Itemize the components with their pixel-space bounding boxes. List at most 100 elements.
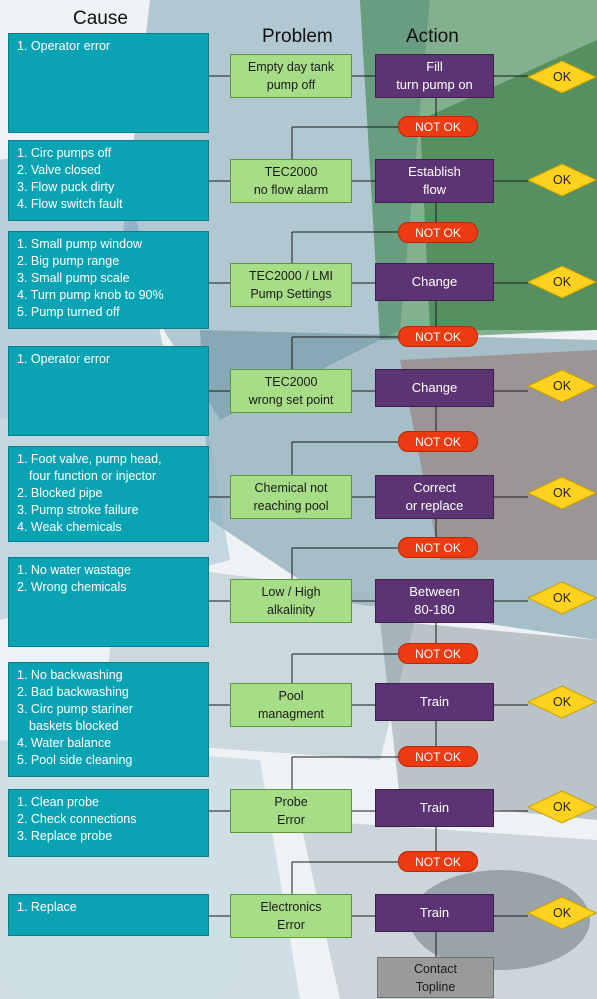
cause-item: four function or injector bbox=[29, 469, 157, 483]
action-change[interactable]: Change bbox=[375, 369, 494, 407]
cause-item: 1. Operator error bbox=[17, 39, 111, 53]
cause-item: 2. Valve closed bbox=[17, 163, 101, 177]
cause-item: 1. Replace bbox=[17, 900, 77, 914]
problem-no-flow-alarm[interactable]: TEC2000 no flow alarm bbox=[230, 159, 352, 203]
cause-box-pool-management: 1. No backwashing 2. Bad backwashing 3. … bbox=[8, 662, 209, 777]
ok-label: OK bbox=[552, 275, 572, 289]
ok-diamond: OK bbox=[527, 476, 597, 510]
cause-item: 2. Big pump range bbox=[17, 254, 120, 268]
ok-diamond: OK bbox=[527, 369, 597, 403]
cause-item: 4. Weak chemicals bbox=[17, 520, 122, 534]
cause-box-chemical-not-reaching: 1. Foot valve, pump head, four function … bbox=[8, 446, 209, 542]
cause-item: 2. Check connections bbox=[17, 812, 137, 826]
action-line: 80-180 bbox=[414, 602, 455, 617]
ok-diamond: OK bbox=[527, 685, 597, 719]
ok-diamond: OK bbox=[527, 163, 597, 197]
problem-electronics-error[interactable]: Electronics Error bbox=[230, 894, 352, 938]
header-cause: Cause bbox=[73, 8, 128, 29]
problem-line: TEC2000 bbox=[264, 375, 318, 389]
cause-item: 5. Pool side cleaning bbox=[17, 753, 133, 767]
not-ok-pill: NOT OK bbox=[398, 222, 478, 243]
cause-item: baskets blocked bbox=[29, 719, 119, 733]
action-line: Train bbox=[419, 694, 450, 709]
action-line: Change bbox=[411, 274, 458, 289]
cause-item: 2. Blocked pipe bbox=[17, 486, 103, 500]
action-train[interactable]: Train bbox=[375, 683, 494, 721]
problem-pump-settings[interactable]: TEC2000 / LMI Pump Settings bbox=[230, 263, 352, 307]
cause-item: 1. Small pump window bbox=[17, 237, 143, 251]
problem-line: Error bbox=[277, 918, 305, 932]
cause-item: 3. Circ pump stariner bbox=[17, 702, 134, 716]
ok-label: OK bbox=[552, 695, 572, 709]
not-ok-pill: NOT OK bbox=[398, 116, 478, 137]
contact-line: Topline bbox=[415, 979, 456, 994]
problem-line: Error bbox=[277, 813, 305, 827]
action-line: Correct bbox=[413, 480, 456, 495]
cause-box-electronics-error: 1. Replace bbox=[8, 894, 209, 936]
not-ok-pill: NOT OK bbox=[398, 537, 478, 558]
action-establish-flow[interactable]: Establish flow bbox=[375, 159, 494, 203]
ok-label: OK bbox=[552, 173, 572, 187]
problem-alkalinity[interactable]: Low / High alkalinity bbox=[230, 579, 352, 623]
cause-box-pump-settings: 1. Small pump window 2. Big pump range 3… bbox=[8, 231, 209, 329]
action-line: Train bbox=[419, 905, 450, 920]
cause-item: 1. Foot valve, pump head, bbox=[17, 452, 162, 466]
action-train[interactable]: Train bbox=[375, 789, 494, 827]
cause-item: 1. Clean probe bbox=[17, 795, 100, 809]
ok-diamond: OK bbox=[527, 581, 597, 615]
cause-item: 1. Operator error bbox=[17, 352, 111, 366]
ok-diamond: OK bbox=[527, 265, 597, 299]
action-correct-or-replace[interactable]: Correct or replace bbox=[375, 475, 494, 519]
problem-chemical-not-reaching-pool[interactable]: Chemical not reaching pool bbox=[230, 475, 352, 519]
action-line: Change bbox=[411, 380, 458, 395]
cause-item: 2. Bad backwashing bbox=[17, 685, 129, 699]
problem-line: managment bbox=[257, 707, 324, 721]
action-fill[interactable]: Fill turn pump on bbox=[375, 54, 494, 98]
cause-item: 4. Turn pump knob to 90% bbox=[17, 288, 164, 302]
problem-empty-day-tank[interactable]: Empty day tank pump off bbox=[230, 54, 352, 98]
problem-wrong-set-point[interactable]: TEC2000 wrong set point bbox=[230, 369, 352, 413]
cause-item: 3. Flow puck dirty bbox=[17, 180, 115, 194]
not-ok-pill: NOT OK bbox=[398, 746, 478, 767]
ok-label: OK bbox=[552, 379, 572, 393]
ok-label: OK bbox=[552, 906, 572, 920]
header-problem: Problem bbox=[262, 26, 333, 47]
cause-item: 1. No water wastage bbox=[17, 563, 131, 577]
action-change[interactable]: Change bbox=[375, 263, 494, 301]
ok-label: OK bbox=[552, 800, 572, 814]
cause-item: 4. Water balance bbox=[17, 736, 112, 750]
action-train[interactable]: Train bbox=[375, 894, 494, 932]
ok-diamond: OK bbox=[527, 790, 597, 824]
ok-label: OK bbox=[552, 70, 572, 84]
ok-diamond: OK bbox=[527, 60, 597, 94]
action-line: Train bbox=[419, 800, 450, 815]
action-line: turn pump on bbox=[396, 77, 473, 92]
cause-box-wrong-set-point: 1. Operator error bbox=[8, 346, 209, 436]
ok-label: OK bbox=[552, 591, 572, 605]
not-ok-pill: NOT OK bbox=[398, 851, 478, 872]
cause-item: 3. Small pump scale bbox=[17, 271, 130, 285]
action-line: flow bbox=[422, 182, 447, 197]
problem-line: Chemical not bbox=[254, 481, 328, 495]
contact-topline-box[interactable]: Contact Topline bbox=[377, 957, 494, 998]
cause-item: 3. Replace probe bbox=[17, 829, 113, 843]
problem-line: alkalinity bbox=[267, 603, 315, 617]
cause-box-alkalinity: 1. No water wastage 2. Wrong chemicals bbox=[8, 557, 209, 647]
action-between-80-180[interactable]: Between 80-180 bbox=[375, 579, 494, 623]
cause-item: 5. Pump turned off bbox=[17, 305, 120, 319]
cause-box-no-flow: 1. Circ pumps off 2. Valve closed 3. Flo… bbox=[8, 140, 209, 221]
cause-item: 1. No backwashing bbox=[17, 668, 123, 682]
cause-box-probe-error: 1. Clean probe 2. Check connections 3. R… bbox=[8, 789, 209, 857]
problem-line: wrong set point bbox=[248, 393, 334, 407]
problem-probe-error[interactable]: Probe Error bbox=[230, 789, 352, 833]
problem-line: reaching pool bbox=[253, 499, 329, 513]
problem-pool-management[interactable]: Pool managment bbox=[230, 683, 352, 727]
action-line: Fill bbox=[426, 59, 443, 74]
not-ok-pill: NOT OK bbox=[398, 326, 478, 347]
cause-item: 2. Wrong chemicals bbox=[17, 580, 127, 594]
cause-item: 3. Pump stroke failure bbox=[17, 503, 139, 517]
problem-line: Empty day tank bbox=[247, 60, 335, 74]
problem-line: TEC2000 / LMI bbox=[248, 269, 334, 283]
action-line: Between bbox=[409, 584, 460, 599]
